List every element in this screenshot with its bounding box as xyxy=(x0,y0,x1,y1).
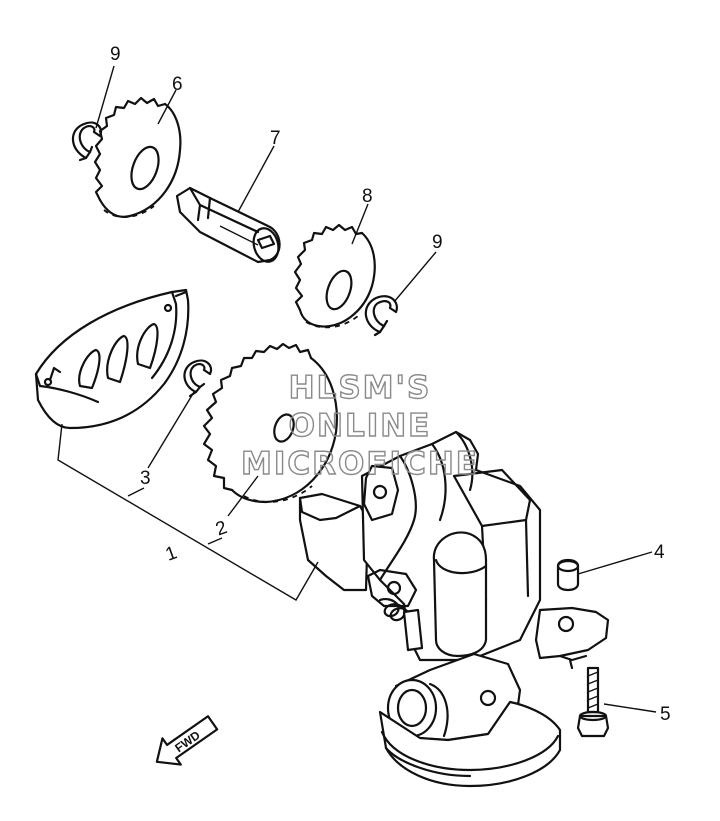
cover-plate xyxy=(34,288,190,430)
circlip-part-3 xyxy=(183,359,213,398)
circlip-part-9-lower xyxy=(364,295,398,337)
callout-labels: 9 6 7 8 9 3 2 1 4 5 xyxy=(110,44,671,725)
watermark-line-3: MICROFICHE xyxy=(241,446,479,482)
callout-5: 5 xyxy=(660,704,671,725)
gear-part-2 xyxy=(202,342,338,504)
watermark: HLSM'S ONLINE MICROFICHE xyxy=(240,369,479,482)
circlip-part-9-upper xyxy=(71,121,103,162)
callout-8: 8 xyxy=(362,186,373,207)
gear-part-8 xyxy=(293,223,376,329)
callout-2: 2 xyxy=(213,517,230,540)
callout-3: 3 xyxy=(140,468,151,489)
watermark-line-1: HLSM'S xyxy=(289,370,432,406)
callout-6: 6 xyxy=(172,74,183,95)
watermark-line-2: ONLINE xyxy=(289,408,432,444)
callout-1: 1 xyxy=(163,542,180,565)
callout-4: 4 xyxy=(654,542,665,563)
leader-lines xyxy=(57,65,657,713)
shaft-part-7 xyxy=(175,186,281,264)
dowel-pin-part-4 xyxy=(556,558,580,592)
callout-7: 7 xyxy=(270,128,281,149)
callout-9-lower: 9 xyxy=(432,232,443,253)
forward-direction-arrow: FWD xyxy=(155,715,219,766)
oil-pump-body xyxy=(298,430,610,788)
callout-9-upper: 9 xyxy=(110,44,121,65)
bolt-part-5 xyxy=(576,666,610,738)
gear-part-6 xyxy=(93,96,182,218)
